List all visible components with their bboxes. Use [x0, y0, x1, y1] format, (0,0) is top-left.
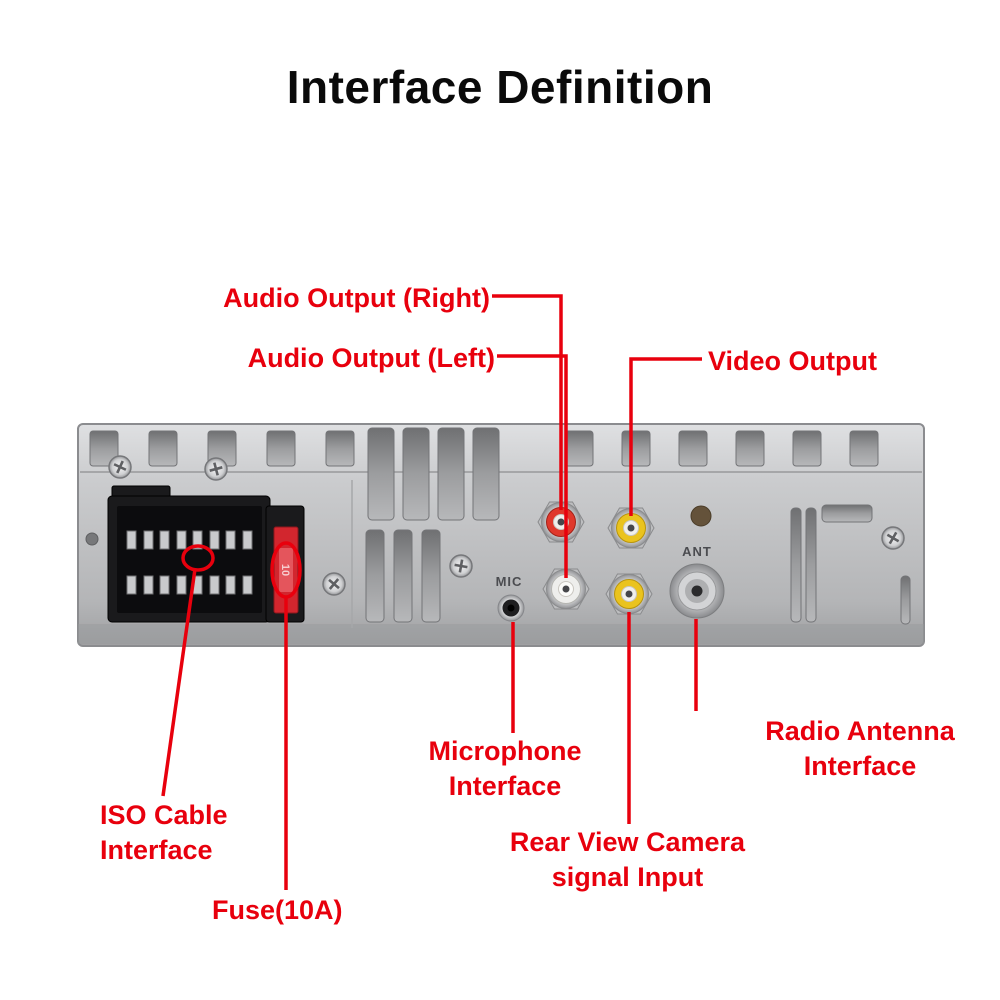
mic-jack-hole — [507, 604, 515, 612]
callout-microphone-interface: Microphone Interface — [428, 736, 582, 801]
iso-pin — [192, 530, 203, 550]
rca-jack-video-output — [607, 507, 655, 549]
highlight-circle-fuse — [270, 541, 302, 599]
page-title: Interface Definition — [286, 61, 714, 113]
callout-radio-antenna-interface: Radio Antenna Interface — [765, 716, 955, 781]
vent-slot — [792, 430, 822, 467]
screw-icon — [322, 572, 346, 596]
iso-pin — [159, 575, 170, 595]
vent-slot — [790, 507, 802, 623]
ant-hole — [691, 585, 703, 597]
screw-icon — [449, 554, 473, 578]
fuse-rating-marking: 10 — [279, 564, 291, 576]
vent-slot — [621, 430, 651, 467]
vent-slot — [821, 504, 873, 523]
vent-slot — [472, 427, 500, 521]
callout-fuse: Fuse(10A) — [212, 895, 343, 925]
callout-audio-output-right: Audio Output (Right) — [223, 283, 490, 313]
vent-slot — [367, 427, 395, 521]
iso-pin — [242, 575, 253, 595]
callout-iso-cable-interface: ISO Cable Interface — [100, 800, 228, 865]
callout-leader-lines — [161, 294, 702, 890]
vent-slot — [148, 430, 178, 467]
antenna-connector — [669, 563, 725, 619]
ant-marking: ANT — [682, 544, 712, 559]
vent-slot — [421, 529, 441, 623]
iso-pin — [126, 575, 137, 595]
vent-slot — [393, 529, 413, 623]
jack-hole — [557, 518, 565, 526]
callout-video-output: Video Output — [708, 346, 877, 376]
iso-pin — [176, 530, 187, 550]
iso-pin — [143, 530, 154, 550]
iso-pin — [225, 530, 236, 550]
iso-pin — [159, 530, 170, 550]
screw-icon — [204, 457, 228, 481]
rca-jack-rear-camera — [605, 573, 653, 615]
vent-slot — [365, 529, 385, 623]
iso-pin — [225, 575, 236, 595]
iso-pin — [209, 575, 220, 595]
screws — [108, 455, 905, 596]
iso-connector — [107, 485, 271, 623]
rca-jack-audio-left — [542, 568, 590, 610]
leader-video-output — [629, 357, 702, 516]
iso-pin — [143, 575, 154, 595]
iso-pin — [126, 530, 137, 550]
vent-slot — [325, 430, 355, 467]
panel-opening — [690, 505, 712, 527]
vent-slot — [266, 430, 296, 467]
iso-pin — [209, 530, 220, 550]
vent-slot — [849, 430, 879, 467]
jack-hole — [625, 590, 633, 598]
screw-icon — [881, 526, 905, 550]
vent-slot — [678, 430, 708, 467]
jack-hole — [562, 585, 570, 593]
vent-slot — [564, 430, 594, 467]
leader-iso-cable — [161, 568, 197, 797]
iso-pin — [242, 530, 253, 550]
vent-slot — [437, 427, 465, 521]
mount-hole-left — [85, 532, 99, 546]
callout-rear-view-camera: Rear View Camera signal Input — [509, 827, 746, 892]
callout-audio-output-left: Audio Output (Left) — [247, 343, 495, 373]
jack-hole — [627, 524, 635, 532]
leader-audio-right — [492, 294, 563, 510]
microphone-jack — [497, 594, 525, 622]
vent-slot — [735, 430, 765, 467]
iso-pin — [176, 575, 187, 595]
leader-audio-left — [497, 354, 568, 578]
vent-slot — [89, 430, 119, 467]
rca-jack-audio-right — [537, 501, 585, 543]
mic-marking: MIC — [496, 574, 523, 589]
vent-slot — [900, 575, 911, 625]
fuse-window — [279, 548, 293, 592]
chassis-bottom-shadow — [78, 624, 924, 644]
highlight-circle-iso-pin — [181, 544, 215, 572]
vent-slot — [402, 427, 430, 521]
screw-icon — [108, 455, 132, 479]
vent-slot — [805, 507, 817, 623]
